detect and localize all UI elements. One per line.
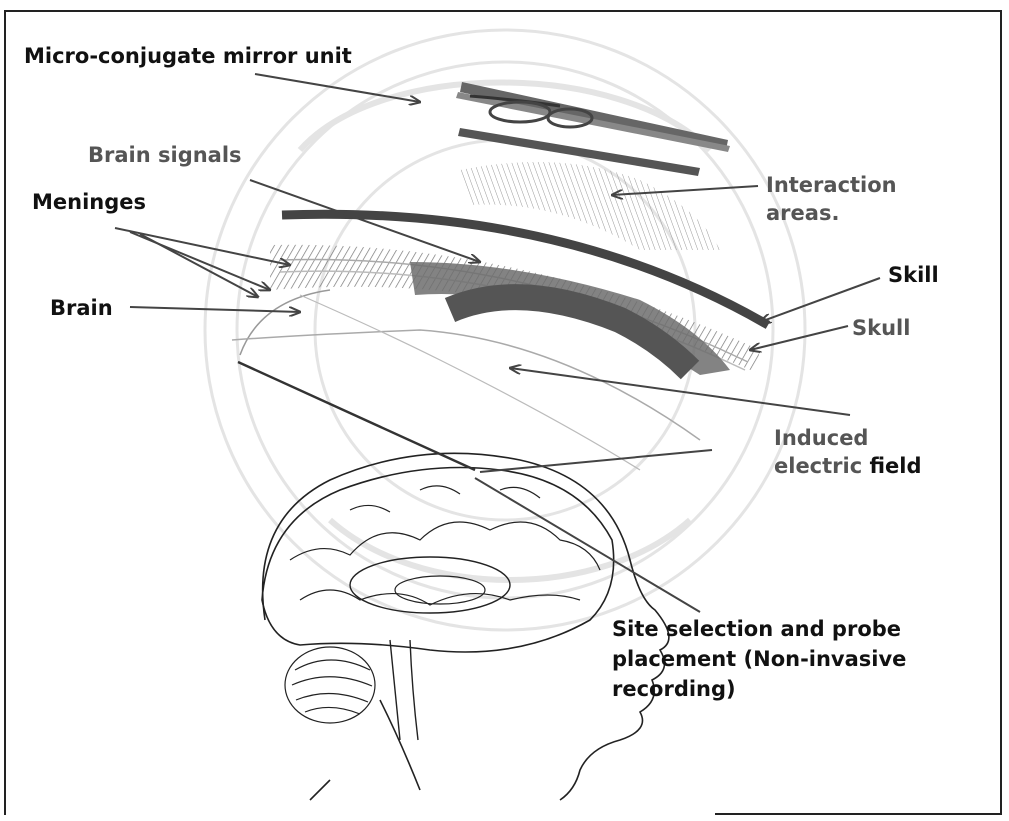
label-induced-field: Induced electric field: [774, 424, 1004, 480]
label-site-line2: placement (Non-invasive: [612, 644, 1002, 674]
label-brain: Brain: [50, 294, 113, 322]
label-skull: Skull: [852, 314, 910, 342]
label-brain-signals: Brain signals: [88, 141, 242, 169]
line-probe: [238, 362, 475, 470]
label-site-selection: Site selection and probe placement (Non-…: [612, 614, 1002, 704]
label-induced-field-word: field: [869, 454, 921, 478]
arrow-mirror-unit: [255, 74, 420, 102]
label-site-line1: Site selection and probe: [612, 614, 1002, 644]
label-site-line3: recording): [612, 674, 1002, 704]
cerebellum: [285, 647, 375, 723]
line-induced-to-head: [480, 450, 712, 472]
label-interaction-line2: areas.: [766, 199, 966, 227]
label-induced-line1: Induced: [774, 424, 1004, 452]
label-meninges: Meninges: [32, 188, 146, 216]
arrow-skull: [750, 326, 848, 350]
label-mirror-unit: Micro-conjugate mirror unit: [24, 42, 352, 70]
brain-stem: [390, 640, 418, 740]
neck-outline: [380, 700, 420, 790]
label-skill: Skill: [888, 261, 939, 289]
label-interaction-line1: Interaction: [766, 171, 966, 199]
label-induced-electric: electric: [774, 454, 869, 478]
label-induced-line2: electric field: [774, 452, 1004, 480]
interaction-area-shape: [460, 162, 720, 250]
arrow-meninges-3: [140, 234, 258, 297]
label-interaction-areas: Interaction areas.: [766, 171, 966, 227]
